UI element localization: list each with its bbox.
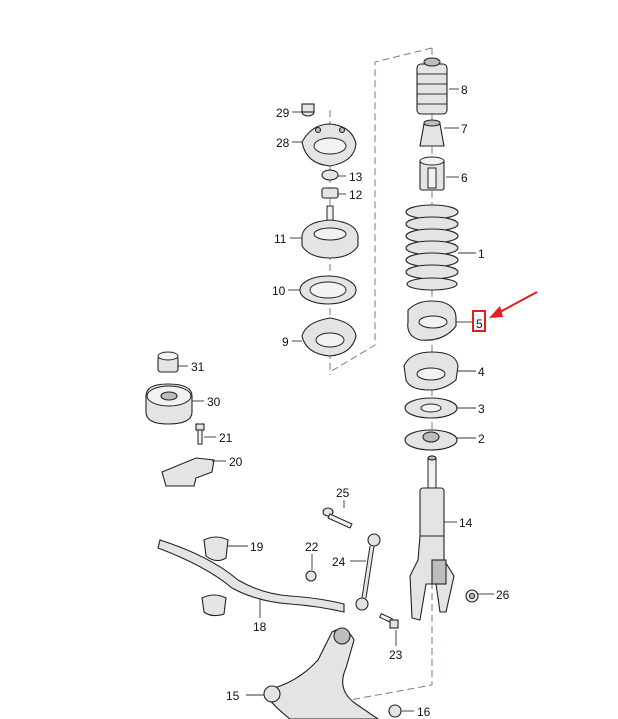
callout-21: 21 (219, 431, 233, 445)
callout-10: 10 (272, 284, 286, 298)
bolt-23 (379, 612, 399, 629)
shock-absorber (409, 455, 455, 621)
callout-20: 20 (229, 455, 243, 469)
callout-18: 18 (253, 620, 267, 634)
washer (404, 397, 458, 419)
callout-15: 15 (226, 689, 240, 703)
callout-labels: 8 7 6 1 5 4 3 2 14 26 29 28 13 12 11 10 … (191, 83, 510, 719)
callout-23: 23 (389, 648, 403, 662)
callout-8: 8 (461, 83, 468, 97)
upper-spring-seat (407, 300, 457, 341)
highlight-box (472, 310, 486, 332)
callout-16: 16 (417, 705, 431, 719)
callout-28: 28 (276, 136, 290, 150)
mounting-plate (301, 123, 357, 167)
callout-31: 31 (191, 360, 205, 374)
bolt-21 (195, 423, 205, 445)
callout-4: 4 (478, 365, 485, 379)
callout-13: 13 (349, 170, 363, 184)
callout-1: 1 (478, 247, 485, 261)
nut-26 (465, 589, 479, 603)
wishbone (263, 627, 379, 719)
nut-29 (301, 103, 315, 117)
coil-spring (405, 204, 459, 291)
nut-22 (305, 570, 317, 582)
lower-spring-seat (403, 351, 459, 391)
callout-14: 14 (459, 516, 473, 530)
nut-12 (321, 187, 339, 199)
callout-25: 25 (336, 486, 350, 500)
rubber-bush (145, 383, 193, 425)
callout-5: 5 (476, 317, 483, 331)
callout-9: 9 (282, 335, 289, 349)
rubber-seat (301, 317, 357, 357)
bolt-25 (322, 507, 353, 529)
cap-13 (321, 169, 339, 181)
bump-stop-boot (416, 57, 448, 115)
bearing-ring (299, 275, 357, 305)
callout-19: 19 (250, 540, 264, 554)
callout-12: 12 (349, 188, 363, 202)
spring-plate (404, 429, 458, 451)
callout-29: 29 (276, 106, 290, 120)
buffer-part-7 (419, 119, 445, 147)
protective-sleeve (419, 156, 445, 191)
callout-11: 11 (274, 232, 287, 246)
highlight-arrow-shaft (497, 291, 538, 314)
callout-3: 3 (478, 402, 485, 416)
callout-7: 7 (461, 122, 468, 136)
bracket (161, 457, 215, 487)
rubber-cap (157, 351, 179, 373)
callout-6: 6 (461, 171, 468, 185)
coupling-rod (355, 533, 381, 611)
callout-30: 30 (207, 395, 221, 409)
highlight-arrow-head (489, 306, 503, 318)
callout-26: 26 (496, 588, 510, 602)
strut-mount (301, 205, 359, 259)
anti-roll-bar (157, 536, 345, 617)
callout-22: 22 (305, 540, 319, 554)
callout-2: 2 (478, 432, 485, 446)
highlight-annotation (472, 291, 538, 332)
callout-24: 24 (332, 555, 346, 569)
leader-lines (178, 88, 494, 712)
nut-16 (388, 704, 402, 718)
